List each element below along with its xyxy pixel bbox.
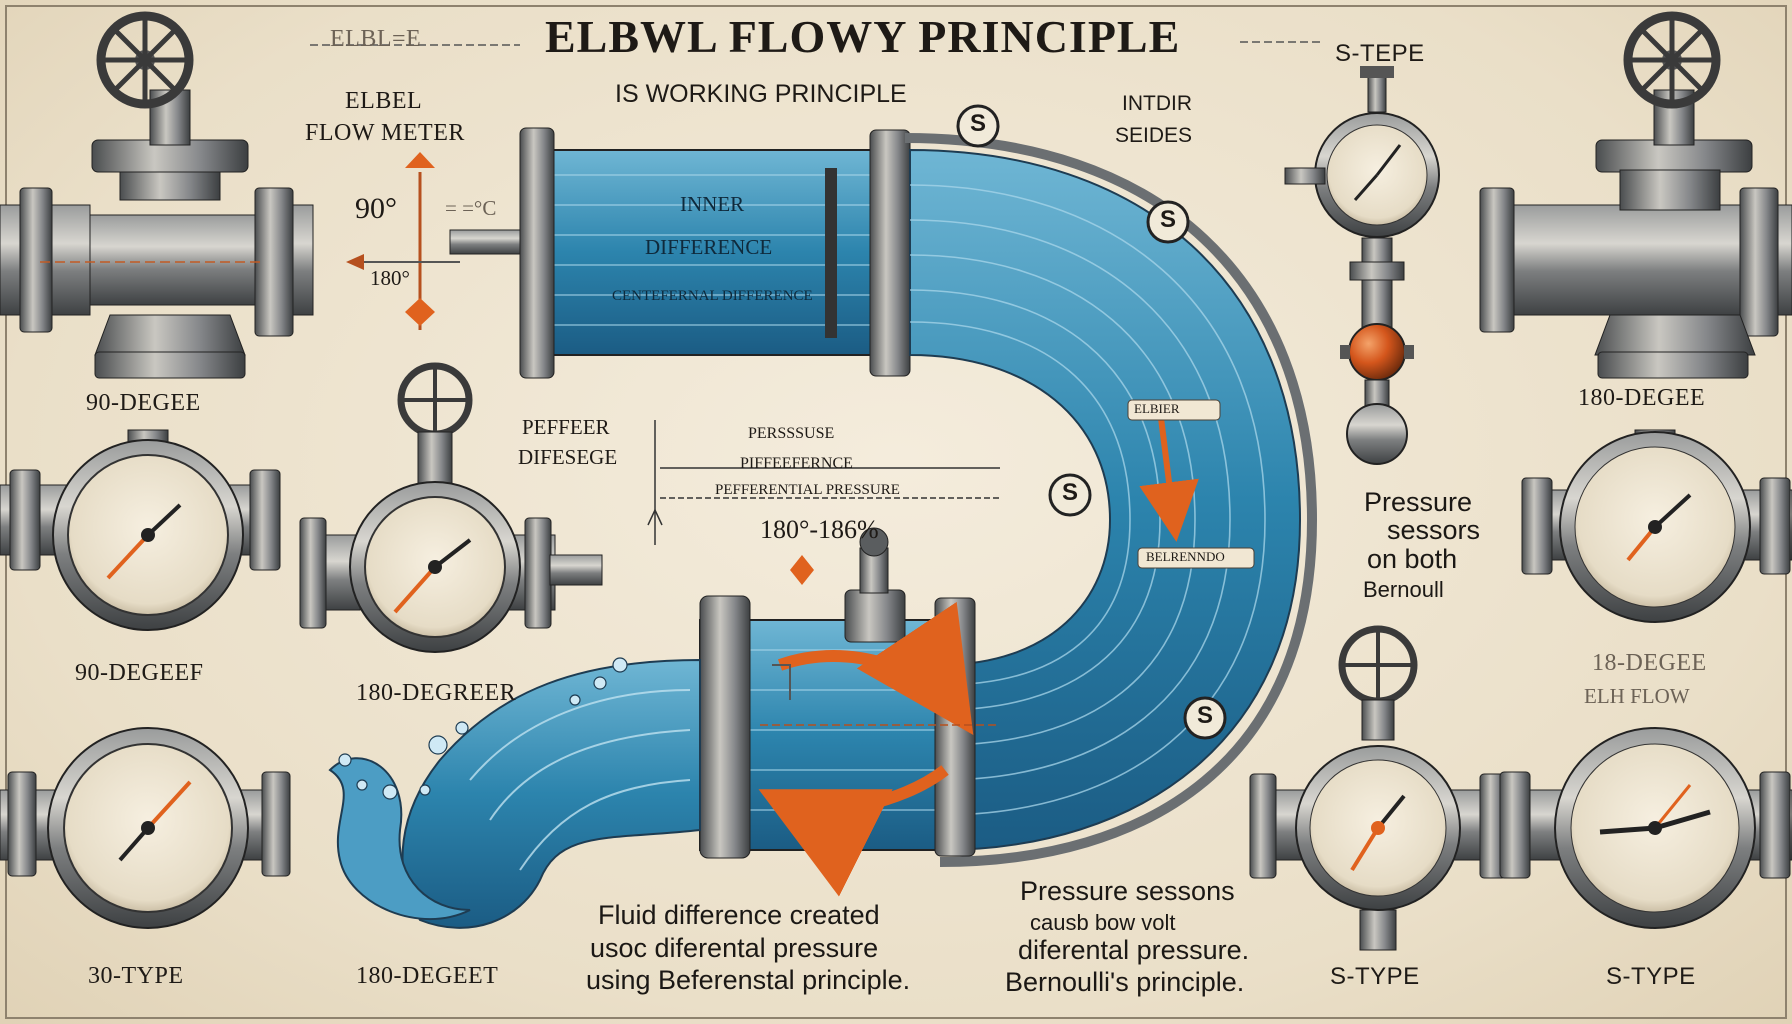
pressure-range: 180°-186%	[760, 515, 879, 544]
cross-valve-90-top	[0, 11, 314, 379]
pressure-center-2: PIFFEEFERNCE	[740, 455, 853, 472]
u-bend	[904, 133, 1318, 867]
pressure-left-2: DIFESEGE	[518, 445, 618, 469]
angle-90-label: 90°	[355, 192, 397, 225]
label-elh-flow: ELH FLOW	[1584, 684, 1690, 708]
lower-pipe	[699, 527, 1000, 897]
bottom-note-left-2: usoc diferental pressure	[590, 933, 879, 963]
gauge-180-mid	[299, 362, 603, 653]
bottom-note-right-3: diferental pressure.	[1018, 935, 1250, 965]
pressure-center-1: PERSSSUSE	[748, 425, 835, 442]
label-90-degee: 90-DEGEE	[86, 390, 201, 416]
gauge-90-mid	[0, 429, 281, 631]
bottom-note-left-1: Fluid difference created	[598, 900, 880, 930]
upper-pipe	[449, 127, 911, 379]
cross-valve-180-right	[1479, 11, 1792, 379]
gauge-18-right	[1521, 429, 1792, 623]
meter-label-line1: ELBEL	[345, 88, 423, 114]
s-type-gauge-stack	[1284, 66, 1440, 465]
sensor-s-label-4: S	[1197, 702, 1214, 729]
bottom-note-right-4: Bernoulli's principle.	[1005, 967, 1245, 997]
inner-text-3: CENTEFERNAL DIFFERENCE	[612, 288, 813, 304]
label-180-degreer: 180-DEGREER	[356, 680, 517, 706]
sensor-s-label-3: S	[1062, 479, 1079, 506]
meter-label-line2: FLOW METER	[305, 120, 465, 146]
bottom-note-left-3: using Beferenstal principle.	[586, 965, 911, 995]
label-s-type-right: S-TYPE	[1606, 963, 1696, 990]
gauge-30-type	[0, 727, 291, 929]
right-note-3: on both	[1367, 544, 1458, 574]
sensor-s-2	[1146, 200, 1190, 244]
sensor-markers	[956, 104, 1227, 740]
pressure-rulers	[647, 420, 1000, 545]
inner-text-2: DIFFERENCE	[645, 235, 773, 259]
sensor-s-1	[956, 104, 1000, 148]
gauge-s-type-bottom-right	[1499, 727, 1792, 929]
label-180-degee-right: 180-DEGEE	[1578, 385, 1706, 411]
bottom-note-right-1: Pressure sessons	[1020, 876, 1235, 906]
angle-180-label: 180°	[370, 266, 410, 290]
label-18-degee-right: 18-DEGEE	[1592, 650, 1707, 676]
gauge-s-type-bottom-mid	[1249, 625, 1511, 951]
label-s-type-mid: S-TYPE	[1330, 963, 1420, 990]
tag-2: BELRENNDO	[1146, 549, 1225, 564]
angle-indicator	[346, 152, 460, 330]
s-type-top-label: S-TEPE	[1335, 40, 1425, 67]
pressure-center-3: PEFFERENTIAL PRESSURE	[715, 482, 900, 498]
title-prefix: ELBL=E	[330, 26, 422, 52]
label-30-type: 30-TYPE	[88, 963, 184, 989]
subtitle: IS WORKING PRINCIPLE	[615, 80, 907, 108]
sensor-s-4	[1183, 696, 1227, 740]
sensor-s-3	[1048, 473, 1092, 517]
pressure-left-1: PEFFEER	[522, 415, 610, 439]
sensor-s-label-1: S	[970, 110, 987, 137]
water-outflow	[328, 657, 701, 929]
label-180-degeet: 180-DEGEET	[356, 963, 499, 989]
intake-label-line1: INTDIR	[1122, 92, 1192, 115]
intake-label-line2: SEIDES	[1115, 124, 1193, 147]
angle-small-label: = =°C	[445, 196, 497, 220]
page-title: ELBWL FLOWY PRINCIPLE	[545, 11, 1181, 62]
right-note-2: sessors	[1387, 515, 1481, 545]
bottom-note-right-2: causb bow volt	[1030, 910, 1176, 935]
inner-text-1: INNER	[680, 192, 745, 216]
label-90-degeef: 90-DEGEEF	[75, 660, 204, 686]
right-note-1: Pressure	[1364, 487, 1473, 517]
sensor-s-label-2: S	[1160, 206, 1177, 233]
right-note-4: Bernoull	[1363, 577, 1444, 602]
tag-1: ELBIER	[1134, 401, 1180, 416]
